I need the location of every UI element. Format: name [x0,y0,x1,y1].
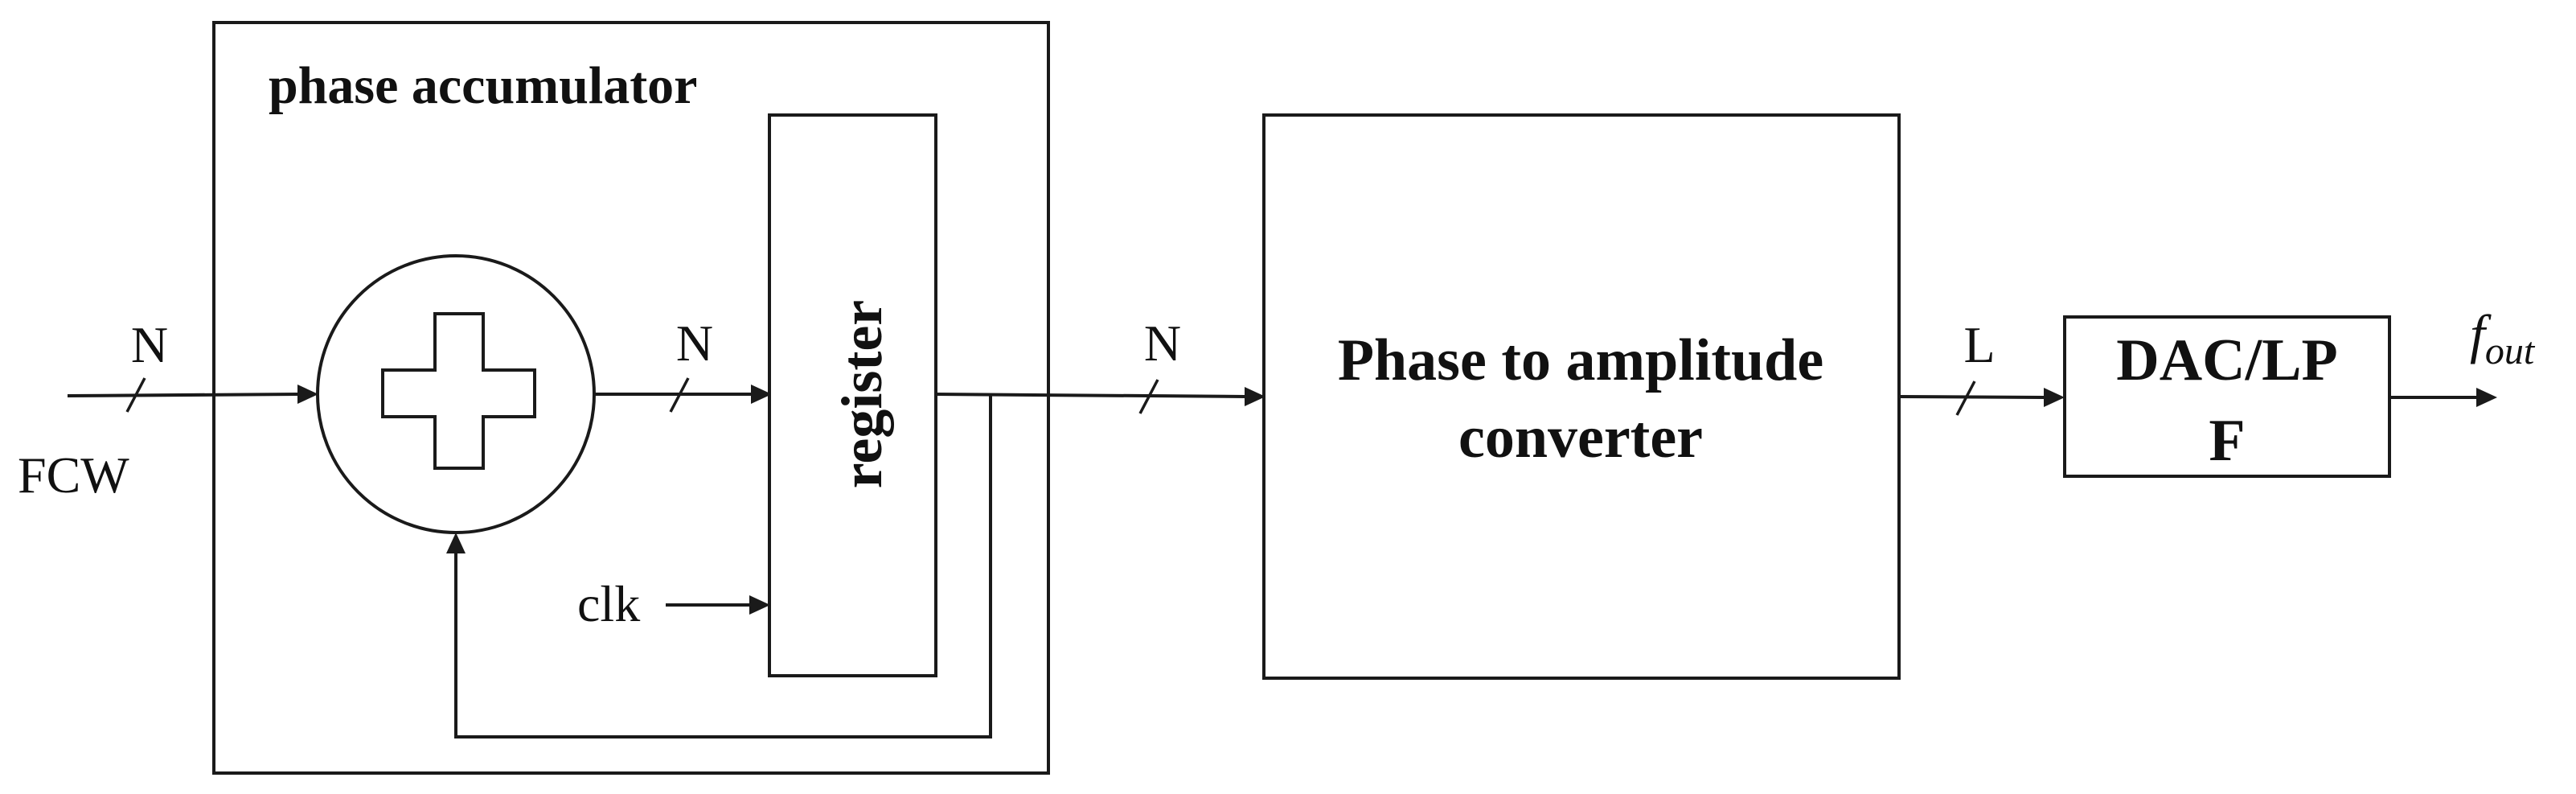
clock-arrowhead [749,595,770,615]
input-bus-tick [125,377,146,413]
register-to-converter-bus-width-label: N [1144,315,1181,372]
plus-icon [381,312,536,470]
converter-to-dac-bus-width-label: L [1963,316,1995,373]
register-to-converter-bus-tick [1138,379,1159,414]
dac-label-line2: F [2209,408,2245,474]
adder-to-register-bus-tick [669,377,690,413]
register-to-converter-arrowhead [1245,387,1265,406]
dac-label-line1: DAC/LP [2116,327,2337,393]
adder-to-register-bus-width-label: N [676,315,713,372]
converter-to-dac-bus-tick [1955,381,1976,416]
clock-label: clk [577,575,640,632]
output-arrowhead [2476,388,2497,407]
feedback-arrowhead [446,533,466,553]
adder-to-register-arrowhead [751,385,772,404]
feedback-wire [454,395,992,738]
input-arrowhead [297,385,318,404]
phase-to-amplitude-converter-box [1262,113,1901,680]
output-label: fout [2470,303,2536,372]
register-box [768,113,937,677]
register-to-converter-wire [935,393,1247,398]
fcw-input-label: FCW [18,446,129,504]
phase-accumulator-title: phase accumulator [269,56,697,115]
dac-lpf-box [2063,315,2391,478]
converter-label-line2: converter [1458,405,1703,471]
input-wire [67,393,300,397]
input-bus-width-label: N [131,316,168,373]
register-label: register [830,300,894,489]
converter-to-dac-arrowhead [2044,388,2065,407]
converter-label-line1: Phase to amplitude [1338,327,1823,393]
output-subscript: out [2485,330,2536,372]
